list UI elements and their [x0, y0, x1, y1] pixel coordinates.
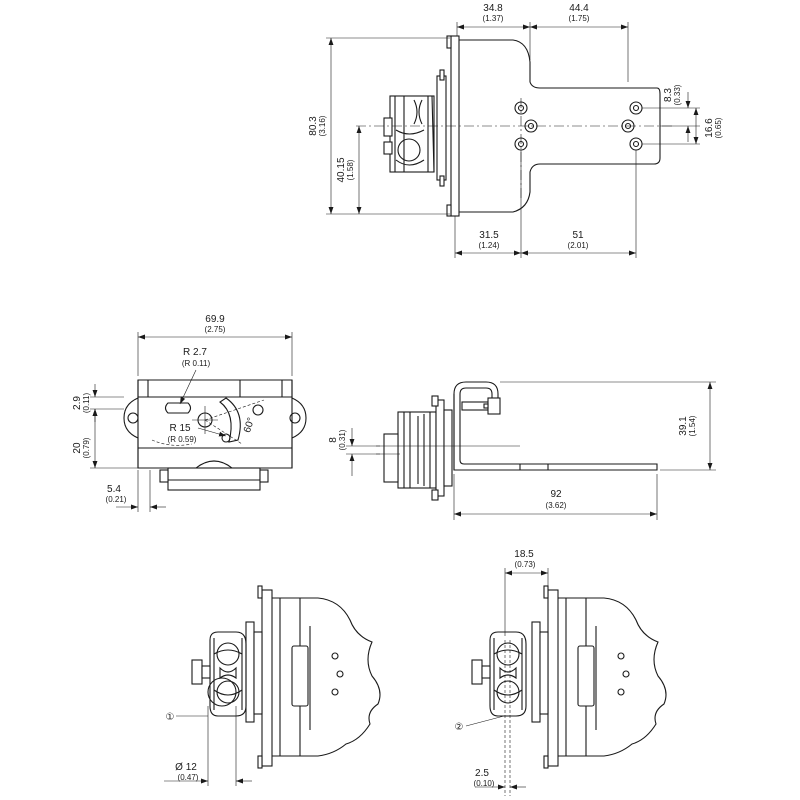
dim-thickness-in: (0.31): [338, 429, 347, 450]
dim-slot-height: 2.9: [72, 396, 83, 410]
adjustment-slot: [164, 402, 192, 414]
dim-front-height-in: (0.79): [82, 437, 91, 458]
dim-front-width-in: (2.75): [205, 325, 226, 334]
dim-angle: 60°: [242, 416, 257, 434]
dim-length-in: (3.62): [546, 501, 567, 510]
l-bracket: [453, 381, 658, 471]
dim-detail-width: 18.5: [514, 549, 534, 560]
dim-width-left-in: (1.37): [483, 14, 504, 23]
dim-front-width: 69.9: [205, 314, 225, 325]
dim-slot-height-in: (0.11): [82, 393, 91, 414]
dim-gap-in: (0.10): [474, 779, 495, 788]
dim-base-left-in: (1.24): [479, 241, 500, 250]
dim-radius-large: R 15: [169, 423, 191, 434]
detail-view-1: Ø 12 (0.47) ①: [164, 585, 381, 786]
dim-base-right-in: (2.01): [568, 241, 589, 250]
top-view: 34.8 (1.37) 44.4 (1.75) 80.3 (3.16) 40.1…: [308, 3, 723, 258]
sensor-clamp-1: [209, 631, 247, 717]
dim-gap: 2.5: [475, 768, 489, 779]
dim-height-total-in: (3.16): [318, 115, 327, 136]
dim-length: 92: [550, 489, 562, 500]
detail-view-2: 18.5 (0.73) 2.5 (0.10) ②: [455, 549, 667, 796]
dim-base-left: 31.5: [479, 230, 499, 241]
dim-side-thickness-in: (1.54): [688, 415, 697, 436]
dim-radius-small-in: (R 0.11): [182, 359, 211, 368]
dim-hole-offset-in: (0.33): [673, 84, 682, 105]
dim-offset: 5.4: [107, 484, 121, 495]
dim-width-right-in: (1.75): [569, 14, 590, 23]
mounting-hole-6: [629, 137, 643, 151]
dim-side-height: 39.1: [678, 416, 689, 436]
mounting-hole-4: [629, 101, 643, 115]
dim-radius-large-in: (R 0.59): [168, 435, 197, 444]
dim-height-half: 40.15: [336, 157, 347, 182]
side-view: 39.1 (1.54) 8 (0.31) 92 (3.62): [328, 381, 716, 520]
sensor-clamp-2: [489, 631, 527, 717]
dim-height-total: 80.3: [308, 116, 319, 136]
dim-width-right: 44.4: [569, 3, 589, 14]
front-view: 69.9 (2.75) R 2.7 (R 0.11) R 15 (R 0.59)…: [72, 314, 307, 512]
dim-diameter: Ø 12: [175, 762, 197, 773]
dim-radius-small: R 2.7: [183, 347, 207, 358]
dim-height-half-in: (1.58): [346, 159, 355, 180]
dim-hole-offset: 8.3: [663, 88, 674, 102]
callout-2: ②: [455, 722, 464, 733]
ear-hole-right: [289, 412, 301, 424]
dim-width-left: 34.8: [483, 3, 503, 14]
dim-base-right: 51: [572, 230, 584, 241]
ear-hole-left: [127, 412, 139, 424]
front-plate-outline: [123, 379, 307, 469]
dim-hole-spacing: 16.6: [704, 118, 715, 138]
dim-detail-width-in: (0.73): [515, 560, 536, 569]
bracket-plate-outline: [456, 39, 661, 213]
dim-offset-in: (0.21): [106, 495, 127, 504]
callout-1: ①: [166, 712, 175, 723]
dim-thickness: 8: [328, 437, 339, 443]
dim-hole-spacing-in: (0.65): [714, 117, 723, 138]
dim-diameter-in: (0.47): [178, 773, 199, 782]
dim-front-height: 20: [72, 442, 83, 454]
